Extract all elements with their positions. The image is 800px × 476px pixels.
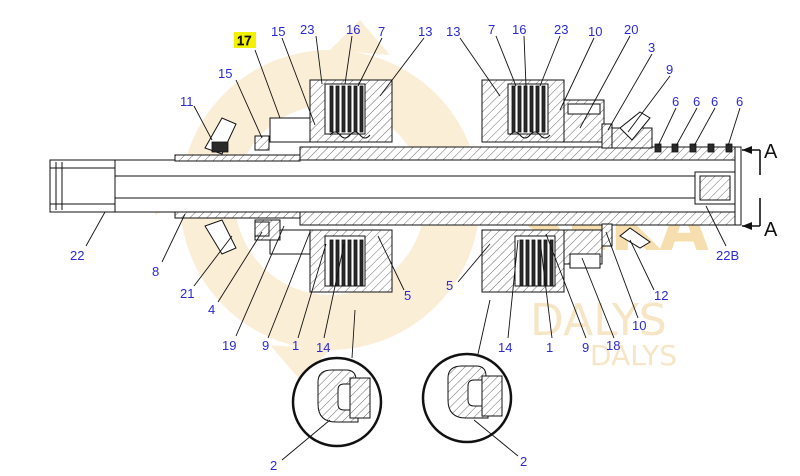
bearings <box>204 111 733 255</box>
callouts: 17 15 15 23 16 7 13 13 7 16 23 10 20 3 9… <box>70 22 743 473</box>
callout-20[interactable]: 20 <box>624 22 638 37</box>
callout-5-left[interactable]: 5 <box>404 288 411 303</box>
callout-11[interactable]: 11 <box>180 94 194 109</box>
callout-6-b[interactable]: 6 <box>693 94 700 109</box>
seal-detail-left <box>291 309 383 448</box>
callout-21[interactable]: 21 <box>180 286 194 301</box>
callout-17[interactable]: 17 <box>237 33 252 49</box>
callout-2-right[interactable]: 2 <box>520 454 527 469</box>
section-label-bottom: A <box>764 219 778 241</box>
leader-lines <box>85 35 741 461</box>
callout-9-left[interactable]: 9 <box>262 338 269 353</box>
section-label-top: A <box>764 141 778 163</box>
callout-10-top[interactable]: 10 <box>588 24 602 39</box>
callout-1-right[interactable]: 1 <box>546 340 553 355</box>
callout-13-right[interactable]: 13 <box>446 24 460 39</box>
section-line: A A <box>742 141 778 241</box>
callout-22[interactable]: 22 <box>70 248 84 263</box>
callout-1-left[interactable]: 1 <box>292 338 299 353</box>
seal-detail-right <box>421 299 513 444</box>
callout-7-left[interactable]: 7 <box>378 24 385 39</box>
callout-15-top[interactable]: 15 <box>271 24 285 39</box>
callout-5-right[interactable]: 5 <box>446 278 453 293</box>
callout-14-left[interactable]: 14 <box>316 340 330 355</box>
left-clutch-pack <box>254 79 393 293</box>
callout-10-bottom[interactable]: 10 <box>632 318 646 333</box>
callout-6-d[interactable]: 6 <box>736 94 743 109</box>
callout-16-right[interactable]: 16 <box>512 22 526 37</box>
callout-23-right[interactable]: 23 <box>554 22 568 37</box>
callout-18[interactable]: 18 <box>606 338 620 353</box>
callout-13-left[interactable]: 13 <box>418 24 432 39</box>
callout-12[interactable]: 12 <box>654 288 668 303</box>
highlight-17 <box>234 32 256 48</box>
watermark-sub2: DALYS <box>590 339 677 372</box>
right-clutch-pack <box>481 79 605 293</box>
callout-22B[interactable]: 22B <box>716 248 739 263</box>
callout-16-left[interactable]: 16 <box>346 22 360 37</box>
callout-8[interactable]: 8 <box>152 264 159 279</box>
shaft <box>49 146 742 226</box>
callout-4[interactable]: 4 <box>208 302 215 317</box>
callout-7-right[interactable]: 7 <box>488 22 495 37</box>
callout-2-left[interactable]: 2 <box>270 458 277 473</box>
callout-9-top[interactable]: 9 <box>666 62 673 77</box>
watermark-sub1: DALYS <box>530 295 667 346</box>
callout-6-a[interactable]: 6 <box>672 94 679 109</box>
callout-19[interactable]: 19 <box>222 338 236 353</box>
callout-15-left[interactable]: 15 <box>218 66 232 81</box>
callout-9-right[interactable]: 9 <box>582 340 589 355</box>
callout-23-left[interactable]: 23 <box>300 22 314 37</box>
callout-3[interactable]: 3 <box>648 40 655 55</box>
callout-6-c[interactable]: 6 <box>711 94 718 109</box>
callout-14-right[interactable]: 14 <box>498 340 512 355</box>
